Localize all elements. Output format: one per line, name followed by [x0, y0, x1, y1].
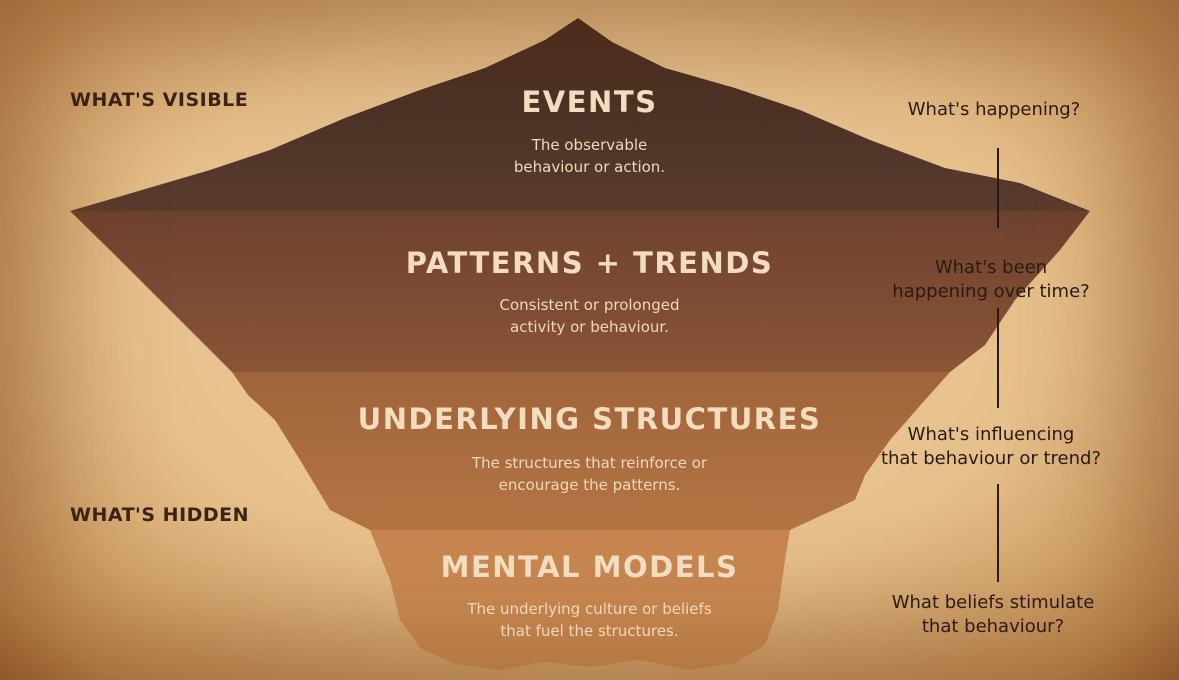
structures-description-line: encourage the patterns. [498, 476, 681, 494]
question-connector-line [997, 484, 999, 582]
mental-models-description-line: that fuel the structures. [500, 622, 679, 640]
question-line: What's influencing [907, 424, 1075, 445]
question-events: What's happening? [859, 98, 1129, 122]
patterns-trends-description: Consistent or prolonged activity or beha… [0, 294, 1179, 338]
question-line: What beliefs stimulate [891, 592, 1095, 613]
question-line: What's happening? [907, 99, 1081, 120]
question-line: What's been [934, 257, 1048, 278]
patterns-description-line: activity or behaviour. [510, 318, 669, 336]
question-line: happening over time? [892, 281, 1090, 302]
layer-mental-models-shape [370, 530, 790, 670]
question-structures: What's influencing that behaviour or tre… [856, 423, 1126, 471]
question-line: that behaviour or trend? [880, 448, 1102, 469]
layer-structures-shape [232, 372, 950, 530]
events-description-line: behaviour or action. [513, 158, 666, 176]
events-description: The observable behaviour or action. [0, 134, 1179, 178]
question-line: that behaviour? [921, 616, 1065, 637]
events-title: EVENTS [521, 85, 658, 119]
question-patterns: What's been happening over time? [856, 256, 1126, 304]
mental-models-title: MENTAL MODELS [440, 550, 739, 584]
whats-hidden-label: WHAT'S HIDDEN [70, 504, 250, 526]
mental-models-description-line: The underlying culture or beliefs [467, 600, 712, 618]
mental-models-description: The underlying culture or beliefs that f… [0, 598, 1179, 642]
whats-visible-label: WHAT'S VISIBLE [70, 89, 249, 111]
patterns-trends-title: PATTERNS + TRENDS [405, 246, 774, 280]
question-mental-models: What beliefs stimulate that behaviour? [858, 591, 1128, 639]
structures-description-line: The structures that reinforce or [471, 454, 708, 472]
events-description-line: The observable [531, 136, 648, 154]
question-connector-line [997, 308, 999, 408]
patterns-description-line: Consistent or prolonged [499, 296, 680, 314]
layer-events-shape [70, 18, 1090, 211]
question-connector-line [997, 148, 999, 228]
layer-patterns-shape [70, 211, 1090, 372]
underlying-structures-title: UNDERLYING STRUCTURES [357, 402, 822, 436]
underlying-structures-description: The structures that reinforce or encoura… [0, 452, 1179, 496]
